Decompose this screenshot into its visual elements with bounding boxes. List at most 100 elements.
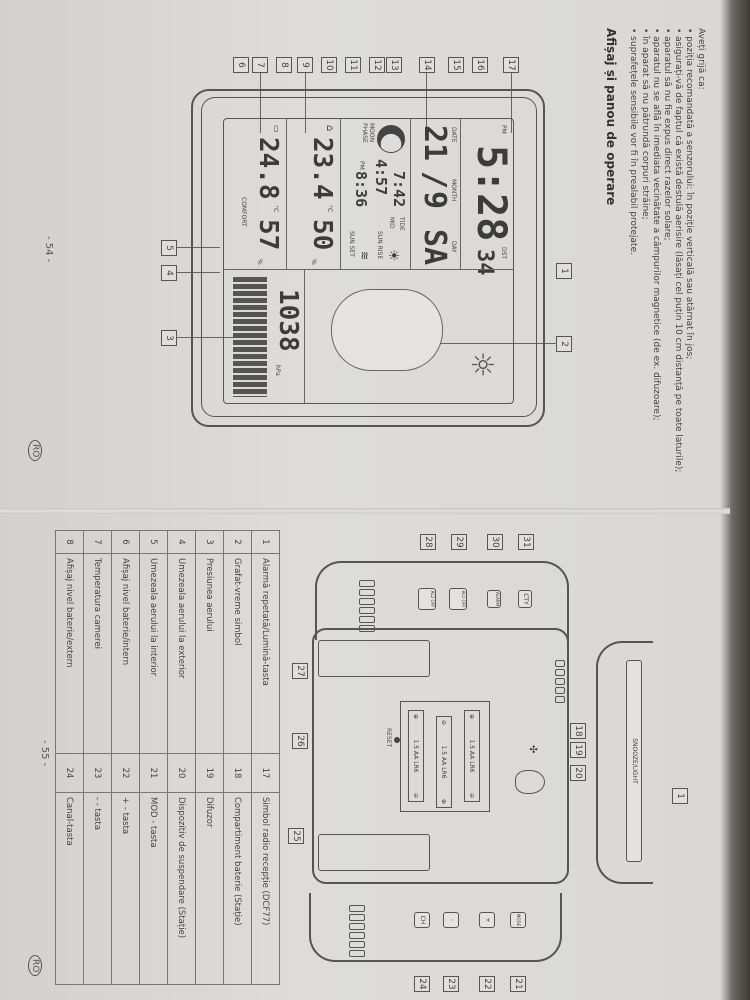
dst-indicator: DST [500,247,507,260]
callout-8: 8 [276,57,292,73]
reset-button[interactable] [394,737,400,743]
part-number: 8 [55,530,84,554]
tide-time: 7:42 [390,171,408,208]
part-number: 21 [139,753,168,793]
callout-28: 28 [420,534,436,550]
temp-unit: °C [326,205,333,213]
stand-slot [318,640,430,677]
callout-2: 2 [556,336,572,352]
divider [286,119,287,269]
callout-11: 11 [345,57,361,73]
part-number: 6 [111,530,140,554]
minus-button[interactable]: - [443,912,459,928]
callout-1: 1 [672,788,688,804]
intro-text: Aveți grijă ca: [696,28,706,90]
part-number: 3 [195,530,224,554]
part-description: Simbol radio recepție (DCF77) [251,792,280,985]
alarm-button[interactable]: ALARM [487,590,501,608]
forecast-character-icon [331,289,443,371]
part-number: 22 [111,753,140,793]
moon-phase-label: MOON PHASE [361,123,375,143]
reset-label: RESET [385,728,392,748]
date-value: 21 [417,125,452,162]
part-number: 19 [195,753,224,793]
part-number: 4 [167,530,196,554]
callout-4: 4 [161,265,177,281]
sunset-time: 8:36 [352,171,370,208]
divider [304,269,305,403]
sun-forecast-icon: ☼ [464,351,499,378]
vent-grill [359,580,375,632]
part-description: Afișaj nivel baterie/intern [111,553,140,754]
part-description: + - tasta [111,792,140,985]
part-number: 18 [223,753,252,793]
part-number: 5 [139,530,168,554]
part-description: Grafat-vreme simbol [223,553,252,754]
lcd-screen: PM 5:28 34 DST DATE MONTH DAY 21 / 9 SA … [223,118,514,404]
callout-9: 9 [297,57,313,73]
part-number: 24 [55,753,84,793]
callout-14: 14 [419,57,435,73]
indoor-humidity: 50 [307,219,337,251]
callout-7: 7 [252,57,268,73]
pm-small: PM [358,161,365,170]
part-description: Umezeala aerului la interior [139,553,168,754]
callout-24: 24 [414,976,430,992]
day-value: SA [417,229,452,266]
part-number: 20 [167,753,196,793]
battery-label: 1.5 AA LR6 [440,745,448,779]
part-description: Umezeala aerului la exterior [167,553,196,754]
callout-30: 30 [487,534,503,550]
indoor-house-icon: ⌂ [324,125,335,132]
bullet: asigurați-vă de faptul că există destulă… [673,28,683,472]
callout-17: 17 [503,57,519,73]
al1-switch[interactable]: AL1 OFF [449,588,467,610]
section-heading: Afișaj și panou de operare [604,28,618,206]
callout-3: 3 [161,330,177,346]
hum-unit: % [256,259,263,265]
channel-button[interactable]: CH [414,912,430,928]
callout-27: 27 [292,663,308,679]
part-description: - - tasta [83,792,112,985]
callout-12: 12 [369,57,385,73]
callout-26: 26 [292,733,308,749]
part-description: Dispozitiv de suspendare (Stație) [167,792,196,985]
vent-grill [349,905,365,957]
callout-10: 10 [321,57,337,73]
part-description: Temperatura camerei [83,553,112,754]
language-badge: RO [28,440,42,462]
tide-label: TIDE [398,217,405,231]
bullet: aparatul nu se află în imediata vecinăta… [651,28,661,420]
speaker-icon: ✣ [527,745,538,754]
page-fold [0,508,730,514]
sunset-icon: ≋ [358,251,371,261]
bullet: poziția recomandată a senzorului: în poz… [684,28,694,359]
snooze-light-button[interactable]: SNOOZE/LIGHT [626,660,642,862]
part-number: 17 [251,753,280,793]
al2-switch[interactable]: AL2 OFF [418,588,436,610]
top-view [596,641,653,884]
battery: ⊕1.5 AA LR6⊖ [464,710,480,802]
indoor-temperature: 23.4 [307,137,337,200]
mode-button[interactable]: MODE [510,912,526,928]
month-value: 9 [417,191,452,210]
hanging-hole [515,770,545,794]
battery: ⊕1.5 AA LR6⊖ [408,710,424,802]
cty-button[interactable]: CTY [518,590,532,608]
part-description: Presiunea aerului [195,553,224,754]
sunrise-icon: ☀ [385,249,401,262]
part-description: Canal-tasta [55,792,84,985]
callout-5: 5 [161,240,177,256]
part-description: Difuzor [195,792,224,985]
plus-button[interactable]: + [479,912,495,928]
stand-slot [318,834,430,871]
language-badge: RO [28,955,42,977]
divider [224,269,513,270]
callout-22: 22 [479,976,495,992]
battery-icon: ▭ [272,125,281,133]
page-number-right: - 55 - [39,740,50,767]
